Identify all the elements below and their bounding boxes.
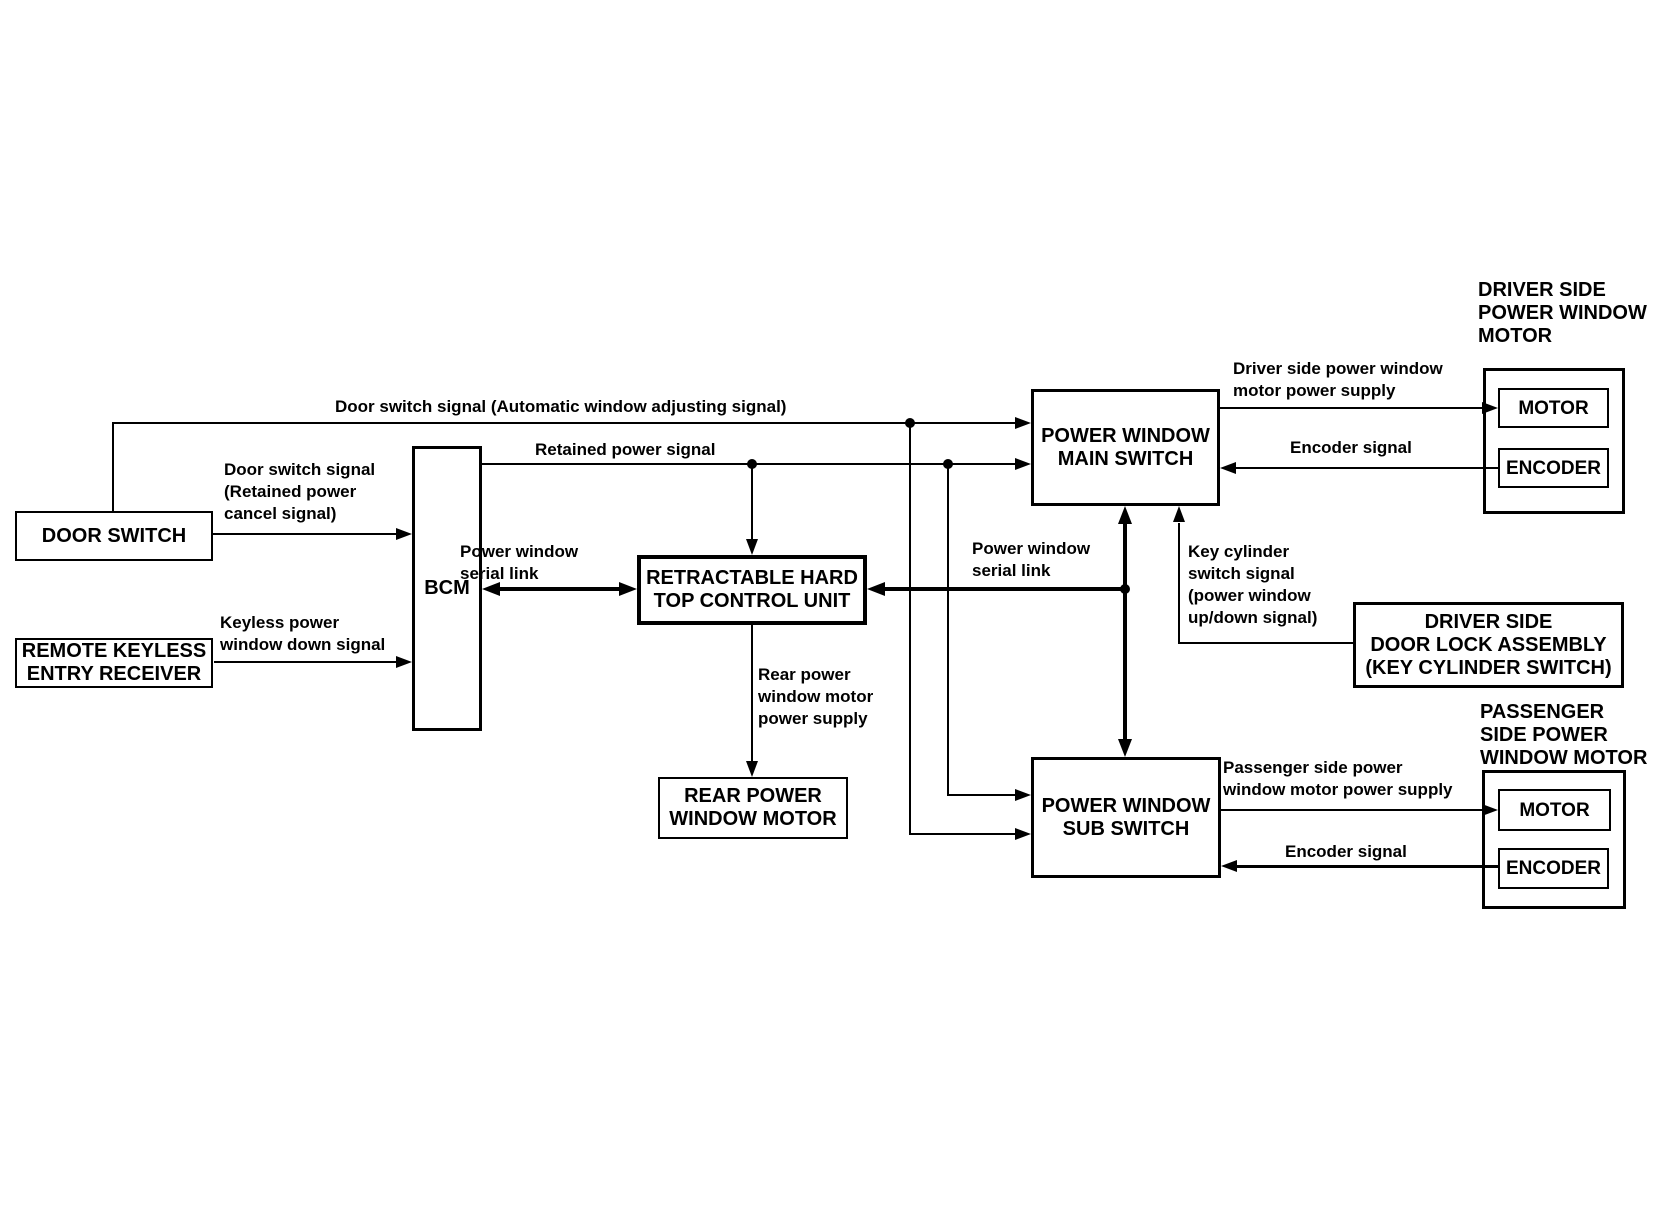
- driver-encoder-line: [1235, 467, 1498, 469]
- arrow-into-bcm-serial: [482, 582, 500, 596]
- passenger-encoder-signal-label: Encoder signal: [1285, 842, 1407, 861]
- driver-encoder-signal-label: Encoder signal: [1290, 438, 1412, 457]
- retractable-hard-top-control-unit-box: RETRACTABLE HARD TOP CONTROL UNIT: [637, 555, 867, 625]
- arrow-into-sub-switch-serial: [1118, 739, 1132, 757]
- passenger-motor-box: MOTOR: [1498, 789, 1611, 831]
- door-switch-auto-signal-label: Door switch signal (Automatic window adj…: [335, 397, 787, 416]
- bcm-label: BCM: [424, 577, 470, 599]
- arrow-into-main-switch-key-cylinder: [1173, 506, 1185, 522]
- junction-dot-retained-retractable: [747, 459, 757, 469]
- remote-keyless-entry-receiver-box: REMOTE KEYLESS ENTRY RECEIVER: [15, 638, 213, 688]
- arrow-into-retractable-serial: [619, 582, 637, 596]
- arrow-into-main-switch-encoder: [1220, 462, 1236, 474]
- door-switch-box: DOOR SWITCH: [15, 511, 213, 561]
- arrow-into-bcm-keyless: [396, 656, 412, 668]
- driver-supply-line: [1220, 407, 1482, 409]
- arrow-into-passenger-motor: [1482, 804, 1498, 816]
- door-switch-auto-line-vertical: [112, 423, 114, 512]
- driver-side-power-window-motor-title: DRIVER SIDE POWER WINDOW MOTOR: [1478, 279, 1647, 347]
- power-window-sub-switch-box: POWER WINDOW SUB SWITCH: [1031, 757, 1221, 878]
- key-cylinder-line-horizontal: [1178, 642, 1353, 644]
- retractable-label: RETRACTABLE HARD TOP CONTROL UNIT: [646, 567, 858, 612]
- passenger-supply-label: Passenger side power window motor power …: [1223, 758, 1453, 799]
- serial-link-right-line: [884, 587, 1125, 591]
- arrow-into-sub-switch-encoder: [1221, 860, 1237, 872]
- rear-motor-label: REAR POWER WINDOW MOTOR: [669, 785, 837, 830]
- keyless-to-bcm-line: [214, 661, 396, 663]
- door-switch-to-bcm-line: [213, 533, 396, 535]
- keyless-down-signal-label: Keyless power window down signal: [220, 613, 386, 654]
- junction-dot-retained-sub: [943, 459, 953, 469]
- passenger-encoder-box: ENCODER: [1498, 848, 1609, 889]
- driver-side-power-window-motor-box: [1483, 368, 1625, 514]
- serial-link-left-label: Power window serial link: [460, 542, 579, 583]
- junction-dot-serial-link: [1120, 584, 1130, 594]
- serial-link-left-line: [499, 587, 619, 591]
- arrow-into-sub-switch-retained: [1015, 789, 1031, 801]
- junction-dot-auto-signal: [905, 418, 915, 428]
- arrow-into-main-switch-serial: [1118, 506, 1132, 524]
- passenger-encoder-label: ENCODER: [1505, 858, 1601, 879]
- door-lock-label: DRIVER SIDE DOOR LOCK ASSEMBLY (KEY CYLI…: [1365, 610, 1612, 679]
- retained-branch-line-vertical: [947, 464, 949, 795]
- retained-branch-line-to-sub: [947, 794, 1015, 796]
- serial-link-vertical-line: [1123, 523, 1127, 739]
- auto-signal-branch-line-vertical: [909, 423, 911, 835]
- arrow-into-main-switch-retained: [1015, 458, 1031, 470]
- door-switch-cancel-signal-label: Door switch signal (Retained power cance…: [224, 460, 376, 523]
- bcm-box: BCM: [412, 446, 482, 731]
- arrow-into-retractable-retained: [746, 539, 758, 555]
- main-switch-label: POWER WINDOW MAIN SWITCH: [1041, 424, 1210, 470]
- sub-switch-label: POWER WINDOW SUB SWITCH: [1041, 794, 1211, 840]
- rear-supply-line: [751, 625, 753, 761]
- arrow-into-bcm-door-switch: [396, 528, 412, 540]
- passenger-supply-line: [1221, 809, 1482, 811]
- rear-supply-label: Rear power window motor power supply: [758, 665, 874, 728]
- driver-encoder-box: ENCODER: [1498, 448, 1609, 488]
- key-cylinder-signal-label: Key cylinder switch signal (power window…: [1188, 542, 1318, 627]
- passenger-motor-label: MOTOR: [1519, 799, 1590, 821]
- passenger-side-power-window-motor-box: [1482, 770, 1626, 909]
- driver-motor-label: MOTOR: [1518, 397, 1589, 419]
- auto-signal-branch-line-to-sub: [909, 833, 1015, 835]
- rear-power-window-motor-box: REAR POWER WINDOW MOTOR: [658, 777, 848, 839]
- driver-motor-box: MOTOR: [1498, 388, 1609, 428]
- key-cylinder-line-vertical: [1178, 523, 1180, 644]
- driver-supply-label: Driver side power window motor power sup…: [1233, 359, 1443, 400]
- retained-power-signal-label: Retained power signal: [535, 440, 716, 459]
- power-window-main-switch-box: POWER WINDOW MAIN SWITCH: [1031, 389, 1220, 506]
- remote-keyless-label: REMOTE KEYLESS ENTRY RECEIVER: [21, 640, 207, 685]
- arrow-into-main-switch-auto: [1015, 417, 1031, 429]
- arrow-into-rear-motor: [746, 761, 758, 777]
- driver-encoder-label: ENCODER: [1505, 457, 1601, 479]
- passenger-side-power-window-motor-title: PASSENGER SIDE POWER WINDOW MOTOR: [1480, 701, 1648, 769]
- serial-link-right-label: Power window serial link: [972, 539, 1091, 580]
- arrow-into-sub-switch-auto: [1015, 828, 1031, 840]
- door-switch-auto-line: [112, 422, 1015, 424]
- door-switch-label: DOOR SWITCH: [41, 524, 187, 547]
- driver-side-door-lock-assembly-box: DRIVER SIDE DOOR LOCK ASSEMBLY (KEY CYLI…: [1353, 602, 1624, 688]
- arrow-into-driver-motor: [1482, 402, 1498, 414]
- arrow-into-retractable-serial-right: [867, 582, 885, 596]
- passenger-encoder-line: [1236, 865, 1498, 868]
- retained-branch-to-retractable: [751, 464, 753, 540]
